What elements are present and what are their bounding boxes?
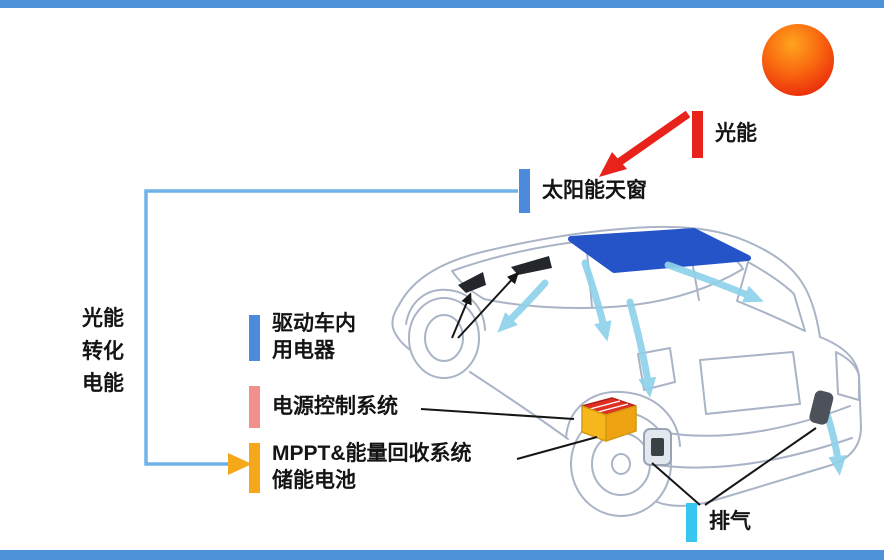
side-mirror-icon bbox=[458, 272, 486, 293]
light-energy-label: 光能 bbox=[692, 111, 757, 158]
pointer-lines bbox=[420, 271, 817, 506]
conversion-label: 光能 转化 电能 bbox=[82, 303, 124, 401]
appliance-pointer-2 bbox=[457, 271, 520, 339]
exhaust-label: 排气 bbox=[686, 503, 751, 542]
drive-appliances-label: 驱动车内 用电器 bbox=[249, 311, 356, 365]
rear-vent-icon bbox=[809, 390, 834, 425]
mppt-text: MPPT&能量回收系统 储能电池 bbox=[272, 441, 472, 495]
power-control-pointer bbox=[420, 408, 575, 420]
power-control-label: 电源控制系统 bbox=[249, 386, 398, 428]
appliance-pointer-1 bbox=[451, 292, 472, 339]
light-energy-text: 光能 bbox=[715, 122, 757, 146]
mppt-marker-bar bbox=[249, 442, 260, 493]
conversion-line-3: 电能 bbox=[82, 372, 124, 396]
mppt-label: MPPT&能量回收系统 储能电池 bbox=[249, 441, 472, 495]
power-control-marker-bar bbox=[249, 386, 260, 428]
solar-sunroof-label: 太阳能天窗 bbox=[519, 169, 647, 213]
drive-appliances-line-2: 用电器 bbox=[272, 338, 335, 362]
dashboard-item-icon bbox=[511, 256, 552, 275]
drive-appliances-line-1: 驱动车内 bbox=[272, 312, 356, 335]
energy-conversion-connector bbox=[144, 189, 518, 475]
connector-arrowhead bbox=[228, 453, 252, 475]
exhaust-text: 排气 bbox=[709, 510, 751, 534]
mppt-pointer bbox=[516, 436, 598, 460]
charge-vent-icon bbox=[643, 428, 672, 466]
sun-icon bbox=[762, 24, 834, 96]
conversion-line-1: 光能 bbox=[82, 307, 124, 330]
light-energy-arrow bbox=[599, 110, 691, 177]
top-border-bar bbox=[0, 0, 884, 8]
mppt-line-1: MPPT&能量回收系统 bbox=[272, 442, 472, 465]
drive-appliances-text: 驱动车内 用电器 bbox=[272, 311, 356, 365]
exhaust-pointer-right bbox=[704, 427, 817, 506]
drive-appliances-marker-bar bbox=[249, 314, 260, 361]
exhaust-pointer-left bbox=[651, 462, 701, 506]
battery-icon bbox=[581, 397, 637, 442]
power-control-text: 电源控制系统 bbox=[272, 394, 398, 418]
exhaust-marker-bar bbox=[686, 503, 697, 542]
interior-items bbox=[458, 256, 552, 293]
solar-sunroof-text: 太阳能天窗 bbox=[542, 178, 647, 202]
solar-roof-panel bbox=[568, 228, 751, 273]
mppt-line-2: 储能电池 bbox=[272, 468, 356, 492]
solar-sunroof-marker-bar bbox=[519, 169, 530, 213]
bottom-border-bar bbox=[0, 550, 884, 560]
light-energy-marker-bar bbox=[692, 111, 703, 158]
conversion-line-2: 转化 bbox=[82, 339, 124, 363]
